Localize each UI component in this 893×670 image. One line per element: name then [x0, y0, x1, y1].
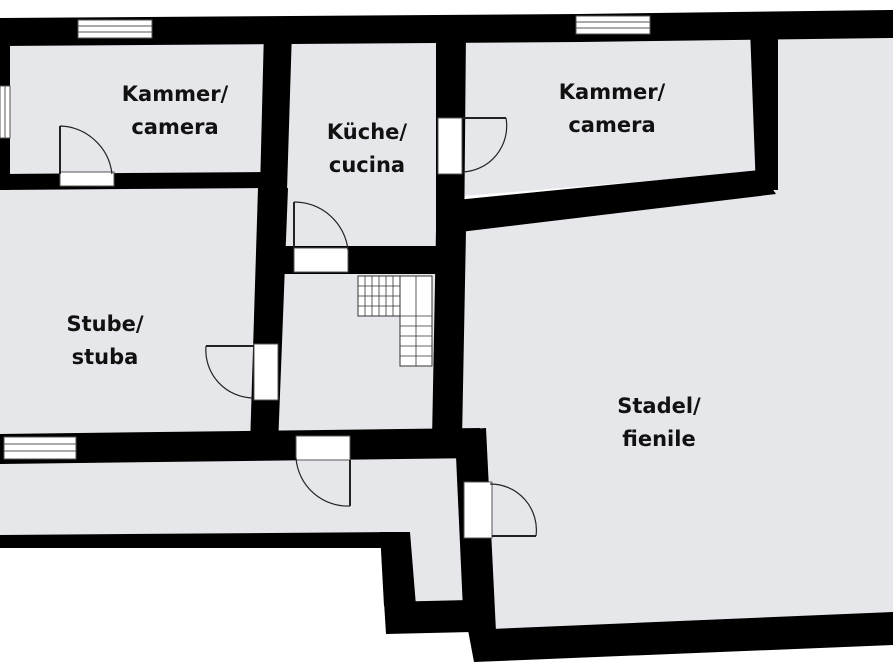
floor-kueche	[285, 42, 438, 248]
floors	[0, 38, 893, 630]
stairs-icon	[357, 275, 433, 367]
room-label-kammer-west: Kammer/ camera	[100, 78, 250, 144]
room-label-line: Stube/	[66, 312, 144, 336]
floor-kammer-west	[8, 44, 268, 176]
window-icon	[77, 19, 153, 39]
room-label-kammer-east: Kammer/ camera	[534, 76, 690, 142]
room-label-line: fienile	[622, 427, 696, 451]
room-label-line: Küche/	[326, 120, 408, 144]
room-label-line: stuba	[71, 345, 139, 369]
window-icon	[3, 436, 77, 460]
wall-corridor-east	[456, 456, 478, 632]
windows	[0, 15, 651, 460]
wall-notch	[380, 532, 416, 606]
door-swing-icon	[205, 343, 279, 401]
wall-bottom-east	[468, 612, 893, 662]
window-icon	[0, 85, 11, 139]
wall-kammer-west-right	[260, 30, 292, 190]
door-swing-icon	[437, 117, 508, 175]
doors	[59, 117, 537, 539]
door-swing-icon	[463, 481, 537, 539]
floor-kammer-east	[463, 40, 756, 196]
wall-notch-bottom	[384, 600, 472, 634]
room-label-line: camera	[568, 113, 656, 137]
room-label-line: cucina	[328, 153, 406, 177]
window-icon	[575, 15, 651, 35]
room-label-line: Stadel/	[617, 394, 701, 418]
room-label-stube: Stube/ stuba	[40, 308, 170, 374]
room-label-kueche: Küche/ cucina	[294, 116, 440, 182]
room-label-line: Kammer/	[121, 82, 229, 106]
room-label-line: Kammer/	[558, 80, 666, 104]
wall-inner-divider	[432, 230, 466, 440]
door-swing-icon	[59, 125, 115, 187]
wall-bottom-west	[0, 532, 410, 548]
door-swing-icon	[295, 435, 351, 507]
door-swing-icon	[293, 201, 349, 273]
floor-stube	[0, 186, 262, 436]
wall-lower-band	[0, 428, 484, 464]
wall-kammer-east-bottom	[456, 170, 776, 232]
room-label-line: camera	[131, 115, 219, 139]
room-label-stadel: Stadel/ fienile	[584, 390, 734, 456]
floor-stadel	[460, 38, 893, 630]
wall-top-east	[580, 10, 893, 42]
wall-kammer-east-right	[750, 28, 778, 190]
wall-kammer-west-bottom	[0, 172, 265, 190]
